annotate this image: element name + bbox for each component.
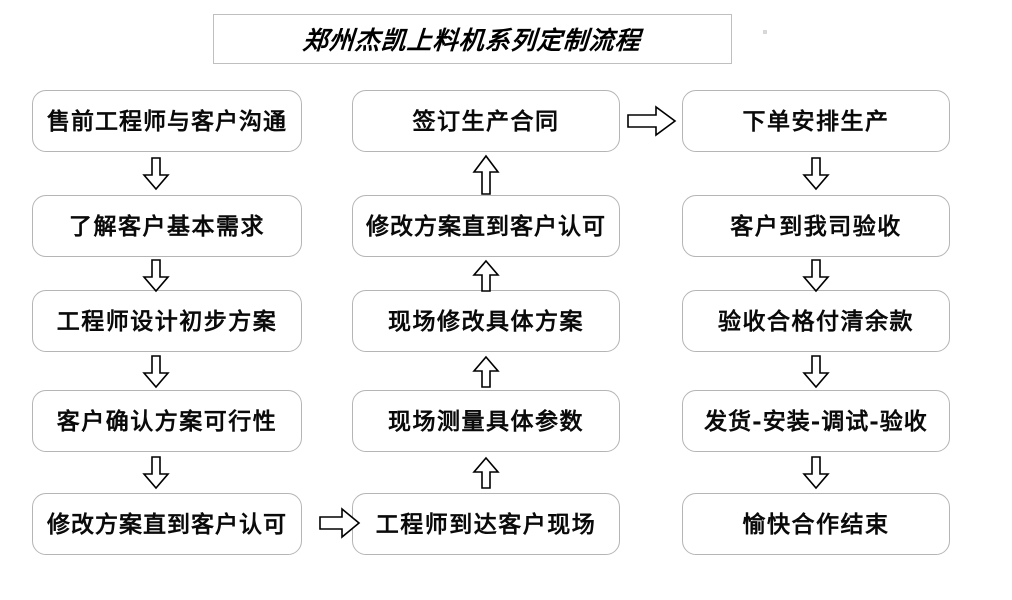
node-m2-label: 修改方案直到客户认可 [366, 212, 606, 240]
arrow-right-icon-l5-m5 [319, 507, 361, 539]
diagram-title-box: 郑州杰凯上料机系列定制流程 [213, 14, 732, 64]
arrow-down-icon-r3-r4 [802, 355, 830, 389]
node-r1[interactable]: 下单安排生产 [682, 90, 950, 152]
node-r3[interactable]: 验收合格付清余款 [682, 290, 950, 352]
node-m1-label: 签订生产合同 [412, 107, 560, 135]
node-l2[interactable]: 了解客户基本需求 [32, 195, 302, 257]
node-l2-label: 了解客户基本需求 [69, 212, 265, 240]
node-r4[interactable]: 发货-安装-调试-验收 [682, 390, 950, 452]
node-m5-label: 工程师到达客户现场 [375, 510, 597, 538]
node-m4-label: 现场测量具体参数 [388, 407, 584, 435]
arrow-down-icon-r4-r5 [802, 456, 830, 490]
arrow-up-icon-m3-m2 [472, 259, 500, 292]
arrow-down-icon-r1-r2 [802, 157, 830, 191]
node-m3-label: 现场修改具体方案 [388, 307, 584, 335]
node-m4[interactable]: 现场测量具体参数 [352, 390, 620, 452]
node-l1[interactable]: 售前工程师与客户沟通 [32, 90, 302, 152]
node-l4-label: 客户确认方案可行性 [56, 407, 278, 435]
node-m2[interactable]: 修改方案直到客户认可 [352, 195, 620, 257]
arrow-down-icon-l4-l5 [142, 456, 170, 490]
node-r3-label: 验收合格付清余款 [718, 307, 914, 335]
arrow-right-icon-m1-r1 [627, 105, 677, 137]
arrow-up-icon-m4-m3 [472, 355, 500, 388]
arrow-down-icon-l3-l4 [142, 355, 170, 389]
node-r5[interactable]: 愉快合作结束 [682, 493, 950, 555]
node-l1-label: 售前工程师与客户沟通 [47, 107, 287, 135]
node-l5-label: 修改方案直到客户认可 [47, 510, 287, 538]
arrow-down-icon-l2-l3 [142, 259, 170, 293]
node-r2-label: 客户到我司验收 [730, 212, 902, 240]
node-l3[interactable]: 工程师设计初步方案 [32, 290, 302, 352]
node-r2[interactable]: 客户到我司验收 [682, 195, 950, 257]
arrow-down-icon-l1-l2 [142, 157, 170, 191]
node-l3-label: 工程师设计初步方案 [56, 307, 278, 335]
node-r5-label: 愉快合作结束 [742, 510, 890, 538]
node-r1-label: 下单安排生产 [742, 107, 890, 135]
node-m3[interactable]: 现场修改具体方案 [352, 290, 620, 352]
node-m1[interactable]: 签订生产合同 [352, 90, 620, 152]
node-l5[interactable]: 修改方案直到客户认可 [32, 493, 302, 555]
node-l4[interactable]: 客户确认方案可行性 [32, 390, 302, 452]
node-m5[interactable]: 工程师到达客户现场 [352, 493, 620, 555]
stray-dot-artifact [763, 30, 767, 34]
arrow-up-icon-m2-m1 [472, 154, 500, 195]
diagram-title-text: 郑州杰凯上料机系列定制流程 [302, 26, 643, 55]
arrow-up-icon-m5-m4 [472, 456, 500, 489]
arrow-down-icon-r2-r3 [802, 259, 830, 293]
node-r4-label: 发货-安装-调试-验收 [704, 407, 928, 435]
